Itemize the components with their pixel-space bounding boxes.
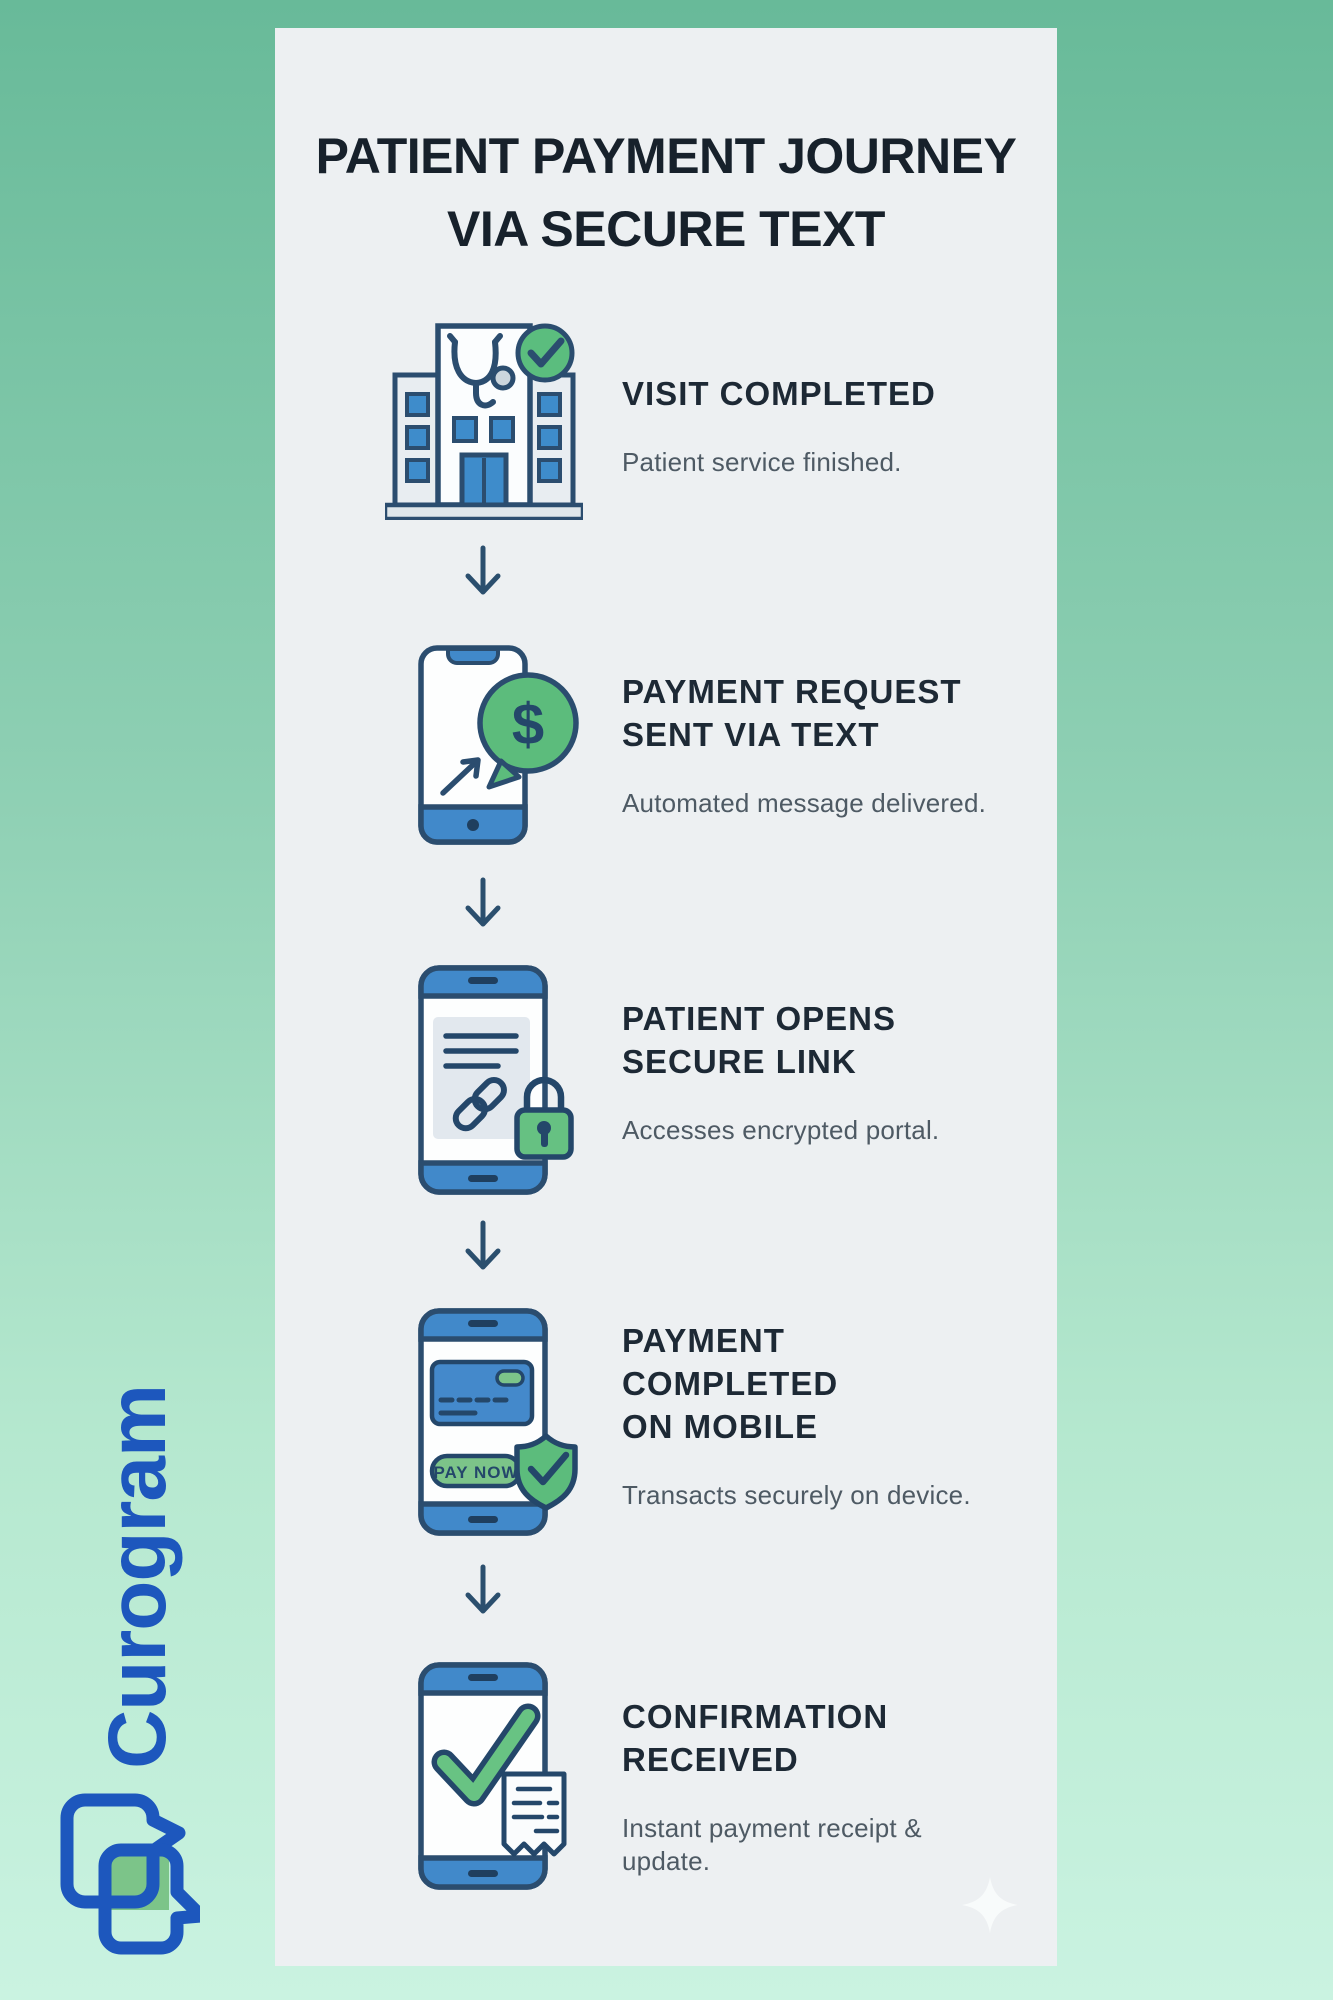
step-2-heading: PAYMENT REQUEST SENT VIA TEXT [622, 673, 962, 753]
step-5-heading: CONFIRMATION RECEIVED [622, 1698, 889, 1778]
step-3: PATIENT OPENS SECURE LINK Accesses encry… [622, 997, 1002, 1147]
phone-pay-shield-icon: PAY NOW [418, 1308, 604, 1536]
flow-arrow-down-icon [463, 1564, 503, 1626]
step-4-heading: PAYMENT COMPLETED ON MOBILE [622, 1322, 839, 1445]
phone-confirmation-receipt-icon [418, 1662, 604, 1890]
page-title: PATIENT PAYMENT JOURNEY VIA SECURE TEXT [315, 128, 1017, 257]
step-2: PAYMENT REQUEST SENT VIA TEXT Automated … [622, 670, 1002, 820]
step-1-heading: VISIT COMPLETED [622, 375, 936, 412]
flow-arrow-down-icon [463, 877, 503, 939]
step-2-description: Automated message delivered. [622, 788, 987, 818]
step-4-description: Transacts securely on device. [622, 1480, 971, 1510]
sparkle-icon [962, 1877, 1018, 1933]
flow-arrow-down-icon [463, 545, 503, 607]
phone-payment-message-icon: $ [418, 645, 586, 845]
content-card: PATIENT PAYMENT JOURNEY VIA SECURE TEXT [275, 28, 1057, 1966]
pay-now-button-label: PAY NOW [433, 1463, 518, 1482]
step-5-description: Instant payment receipt & update. [622, 1813, 922, 1876]
dollar-glyph: $ [512, 692, 544, 757]
step-5: CONFIRMATION RECEIVED Instant payment re… [622, 1695, 1002, 1878]
hospital-check-icon [385, 322, 583, 520]
brand-logo-text: Curogram [92, 1385, 183, 1769]
step-1-description: Patient service finished. [622, 447, 902, 477]
step-4: PAYMENT COMPLETED ON MOBILE Transacts se… [622, 1319, 1002, 1512]
flow-arrow-down-icon [463, 1220, 503, 1282]
step-3-description: Accesses encrypted portal. [622, 1115, 940, 1145]
phone-secure-link-icon [418, 965, 604, 1197]
step-3-heading: PATIENT OPENS SECURE LINK [622, 1000, 896, 1080]
step-1: VISIT COMPLETED Patient service finished… [622, 372, 1002, 479]
chat-bubbles-icon [55, 1792, 200, 1957]
